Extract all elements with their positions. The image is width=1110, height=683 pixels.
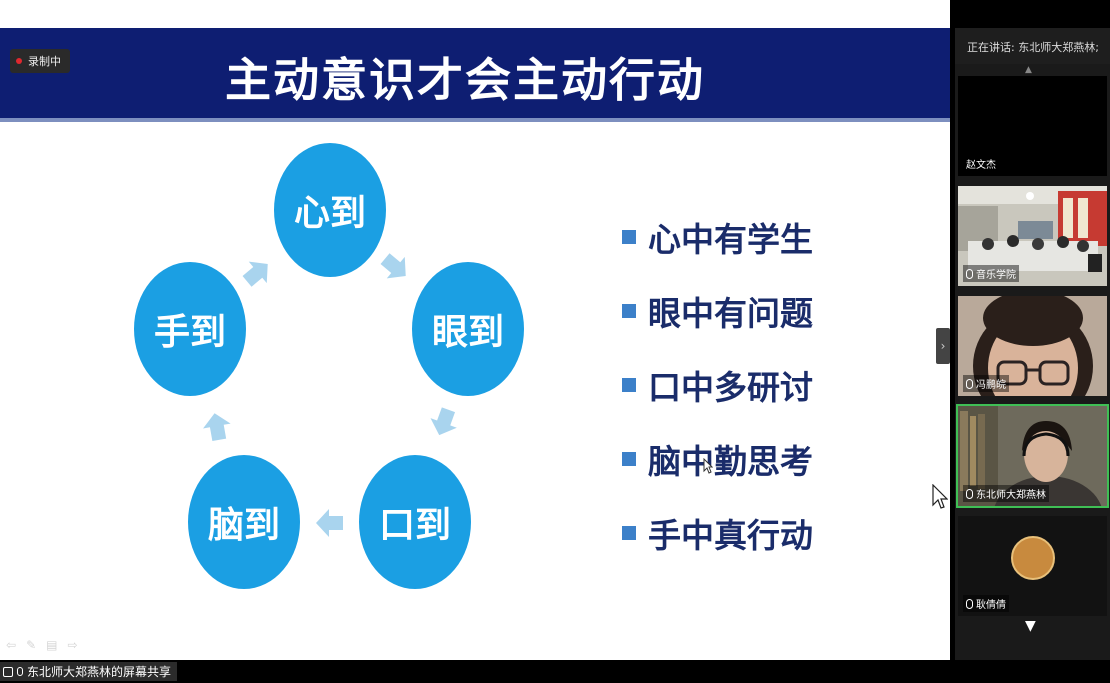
participant-tile[interactable]: 耿倩倩 bbox=[958, 516, 1107, 616]
bullet-marker-icon bbox=[622, 304, 636, 318]
bullet-item: 手中真行动 bbox=[622, 496, 813, 570]
microphone-icon bbox=[17, 667, 23, 676]
scroll-up-icon[interactable]: ▲ bbox=[1025, 65, 1032, 75]
prev-arrow-icon[interactable]: ⇦ bbox=[6, 638, 17, 652]
participant-panel: 正在讲话: 东北师大郑燕林; ▲ 赵文杰 bbox=[955, 28, 1110, 668]
recording-badge[interactable]: 录制中 bbox=[10, 49, 70, 73]
panel-collapse-handle[interactable]: › bbox=[936, 328, 950, 364]
microphone-icon bbox=[966, 598, 973, 609]
conference-room-video bbox=[958, 186, 1107, 286]
slide-header bbox=[0, 28, 950, 118]
screen-share-indicator[interactable]: 东北师大郑燕林的屏幕共享 bbox=[0, 662, 178, 681]
participant-name: 东北师大郑燕林 bbox=[963, 485, 1049, 502]
slide-tools: ⇦ ✎ ▤ ⇨ bbox=[6, 638, 78, 652]
scroll-down-icon[interactable]: ▼ bbox=[1025, 618, 1036, 634]
cycle-node-mouth: 口到 bbox=[359, 455, 471, 589]
microphone-icon bbox=[966, 378, 973, 389]
participant-name: 赵文杰 bbox=[963, 155, 999, 172]
avatar bbox=[958, 516, 1107, 616]
speaking-indicator: 正在讲话: 东北师大郑燕林; bbox=[955, 28, 1110, 64]
recording-label: 录制中 bbox=[28, 55, 61, 68]
participant-video bbox=[958, 406, 1107, 506]
cycle-arrow-icon bbox=[316, 509, 343, 537]
participant-tile[interactable]: 冯鹏皖 bbox=[958, 296, 1107, 396]
mouse-pointer-icon bbox=[703, 458, 713, 474]
cycle-arrow-icon bbox=[242, 261, 268, 287]
record-icon bbox=[16, 58, 22, 64]
bullet-item: 心中有学生 bbox=[622, 200, 813, 274]
participant-tile[interactable]: 音乐学院 bbox=[958, 186, 1107, 286]
cycle-node-brain: 脑到 bbox=[188, 455, 300, 589]
cycle-node-hand: 手到 bbox=[134, 262, 246, 396]
bullet-marker-icon bbox=[622, 378, 636, 392]
participant-name: 耿倩倩 bbox=[963, 595, 1009, 612]
bullet-marker-icon bbox=[622, 230, 636, 244]
participant-name: 音乐学院 bbox=[963, 265, 1019, 282]
menu-icon[interactable]: ▤ bbox=[46, 638, 58, 652]
screen-share-label: 东北师大郑燕林的屏幕共享 bbox=[27, 665, 172, 679]
cycle-arrow-icon bbox=[203, 413, 231, 442]
slide-header-divider bbox=[0, 118, 950, 122]
bullet-item: 脑中勤思考 bbox=[622, 422, 813, 496]
bullet-marker-icon bbox=[622, 452, 636, 466]
cycle-node-eye: 眼到 bbox=[412, 262, 524, 396]
bullet-marker-icon bbox=[622, 526, 636, 540]
microphone-icon bbox=[966, 488, 973, 499]
shared-slide: 主动意识才会主动行动 录制中 心到 眼到 口到 脑到 手到 心中有学生 bbox=[0, 0, 950, 660]
participant-tile-active[interactable]: 东北师大郑燕林 bbox=[956, 404, 1109, 508]
bullet-item: 眼中有问题 bbox=[622, 274, 813, 348]
bottom-bar bbox=[0, 660, 1110, 683]
participant-tile[interactable]: 赵文杰 bbox=[958, 76, 1107, 176]
pen-icon[interactable]: ✎ bbox=[26, 638, 37, 652]
cycle-arrow-icon bbox=[430, 407, 457, 436]
bullet-item: 口中多研讨 bbox=[622, 348, 813, 422]
screen-share-icon bbox=[3, 666, 13, 677]
cycle-node-heart: 心到 bbox=[274, 143, 386, 277]
mouse-pointer-icon bbox=[932, 484, 948, 509]
slide-title: 主动意识才会主动行动 bbox=[225, 53, 705, 107]
bullet-list: 心中有学生 眼中有问题 口中多研讨 脑中勤思考 手中真行动 bbox=[622, 200, 813, 570]
microphone-icon bbox=[966, 268, 973, 279]
participant-name: 冯鹏皖 bbox=[963, 375, 1009, 392]
cycle-arrow-icon bbox=[380, 253, 406, 279]
next-arrow-icon[interactable]: ⇨ bbox=[67, 638, 78, 652]
participant-video bbox=[958, 296, 1107, 396]
